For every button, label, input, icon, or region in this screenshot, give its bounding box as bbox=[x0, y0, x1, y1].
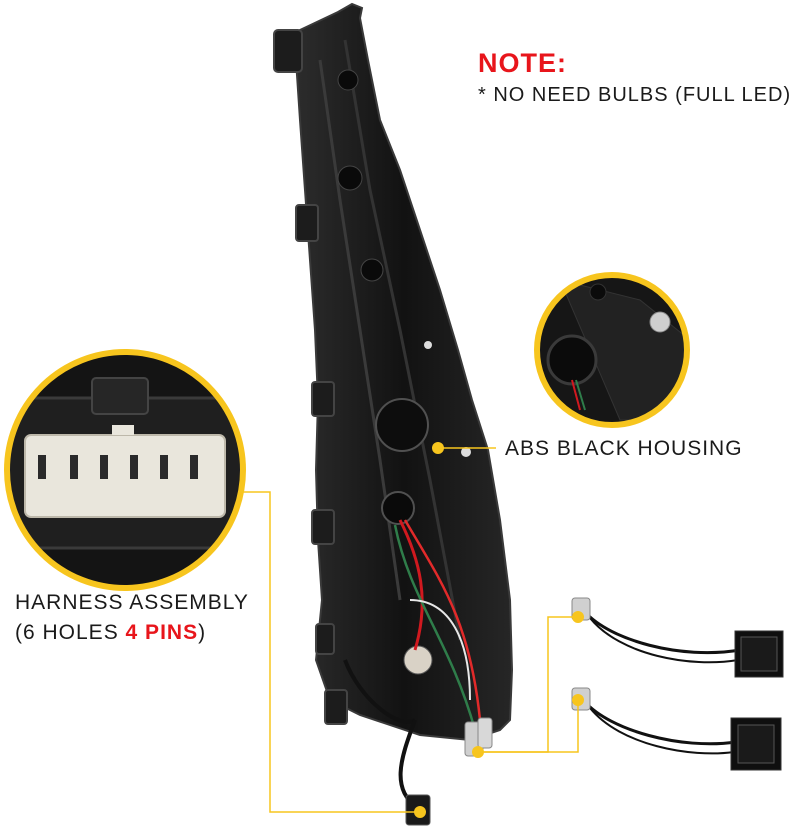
harness-callout-label: HARNESS ASSEMBLY bbox=[15, 591, 249, 614]
note-text: * NO NEED BULBS (FULL LED) bbox=[478, 84, 792, 106]
harness-detail-open: (6 HOLES bbox=[15, 621, 126, 644]
led-module-upper bbox=[571, 597, 784, 678]
harness-pin-count: 4 PINS bbox=[125, 621, 199, 644]
housing-detail-zoom bbox=[534, 272, 690, 428]
note-title: NOTE: bbox=[478, 48, 567, 78]
harness-detail-close: ) bbox=[198, 621, 207, 644]
callout-dots bbox=[414, 442, 584, 818]
led-module-lower bbox=[571, 687, 782, 771]
harness-callout-detail: (6 HOLES 4 PINS) bbox=[15, 621, 206, 645]
housing-callout-label: ABS BLACK HOUSING bbox=[505, 437, 743, 460]
harness-connector-zoom bbox=[4, 349, 246, 591]
tail-light-housing bbox=[273, 2, 514, 826]
callout-lines bbox=[238, 447, 579, 813]
